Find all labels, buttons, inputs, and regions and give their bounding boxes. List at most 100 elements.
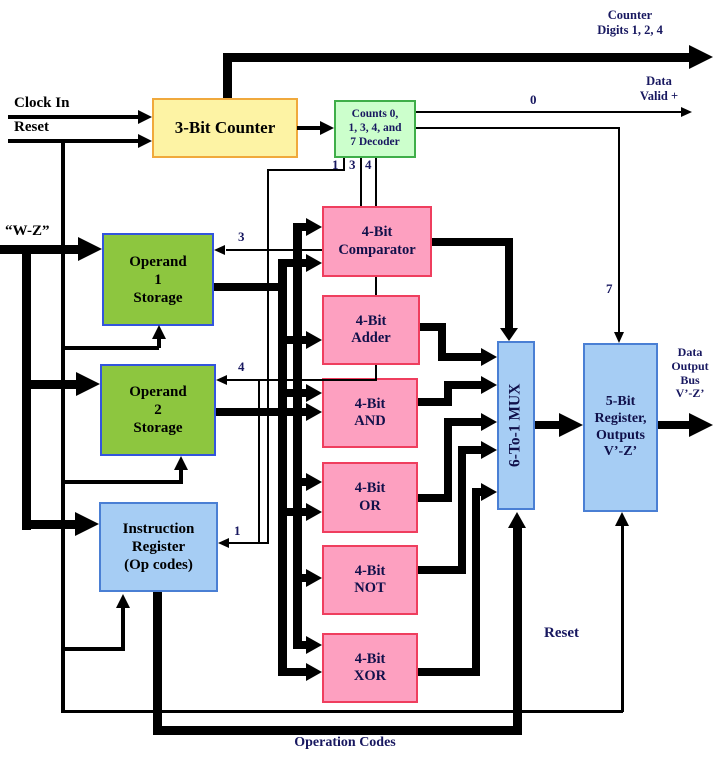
arrow-and-in1: [306, 384, 322, 402]
wire-xor-out-h1: [418, 668, 480, 676]
block-3bit-counter: 3-Bit Counter: [152, 98, 298, 158]
data-output-bus-label: Data Output Bus V’-Z’: [671, 345, 709, 401]
wire-operand1-out: [214, 283, 287, 291]
wire-reset-to-operand1-h: [61, 346, 159, 350]
arrow-comparator-to-mux: [500, 328, 518, 341]
arrow-clock-to-counter: [138, 110, 152, 124]
wire-dec1-v3: [258, 380, 260, 543]
data-valid-label: Data Valid +: [639, 74, 679, 103]
wire-adder-out-h1: [420, 323, 446, 331]
arrow-opcodes-to-mux: [508, 512, 526, 528]
wire-xor-in1: [293, 641, 308, 649]
arrow-comparator-in1: [306, 218, 322, 236]
wire-count7-h: [416, 127, 620, 129]
wire-xor-in2: [278, 668, 308, 676]
wire-operand2-bus-v: [293, 223, 302, 646]
wire-and-in1: [278, 389, 308, 397]
wire-reset-to-ir-v: [121, 602, 125, 649]
arrow-mux-to-register: [559, 413, 583, 437]
wire-adder-in: [278, 336, 308, 344]
wire-not-out-h1: [418, 566, 466, 574]
wire-sel3-h: [226, 249, 322, 251]
wire-sel4-h: [227, 379, 377, 381]
arrow-sel3-to-operand1: [214, 245, 225, 255]
arrow-xor-to-mux: [481, 483, 497, 501]
arrow-xor-in2: [306, 663, 322, 681]
wire-count0-h: [416, 111, 682, 113]
wire-wz-to-operand2-h: [31, 380, 78, 389]
wire-comparator-out-h: [432, 238, 513, 246]
arrow-and-to-mux: [481, 376, 497, 394]
wire-dec4-v2: [375, 277, 377, 295]
wire-count7-v: [618, 127, 620, 332]
arrow-data-valid: [681, 107, 692, 117]
wire-dec1-v1: [343, 158, 345, 171]
wire-dec1-h1: [267, 169, 345, 171]
arrow-adder-to-mux: [481, 348, 497, 366]
arrow-reset-to-counter: [138, 134, 152, 148]
wire-xor-out-v: [472, 488, 480, 676]
wire-dec4-v1: [375, 158, 377, 206]
wire-label-7: 7: [606, 281, 613, 296]
wire-dec4-v3: [375, 365, 377, 381]
wire-and-out-h1: [418, 398, 452, 406]
arrow-or-to-mux: [481, 413, 497, 431]
block-4bit-not: 4-Bit NOT: [322, 545, 418, 615]
arrow-reset-to-ir: [116, 594, 130, 608]
wire-counter-to-decoder: [297, 126, 323, 130]
wire-counter-digits-h: [223, 53, 691, 62]
wire-reset-to-operand2-v: [179, 464, 183, 482]
arrow-reset-to-operand2: [174, 456, 188, 470]
block-operand2-storage: Operand 2 Storage: [100, 364, 216, 456]
wire-reset-to-register-v: [621, 524, 624, 712]
block-4bit-comparator: 4-Bit Comparator: [322, 206, 432, 277]
ir-select-label-1: 1: [234, 523, 241, 538]
counter-digits-label: Counter Digits 1, 2, 4: [597, 8, 663, 37]
block-4bit-and: 4-Bit AND: [322, 378, 418, 448]
block-decoder: Counts 0, 1, 3, 4, and 7 Decoder: [334, 100, 416, 158]
reset-note-label: Reset: [544, 625, 579, 641]
arrow-dec1-to-ir: [218, 538, 229, 548]
wire-or-out-h1: [418, 494, 452, 502]
block-4bit-adder: 4-Bit Adder: [322, 295, 420, 365]
block-instruction-register: Instruction Register (Op codes): [99, 502, 218, 592]
wire-reset-to-operand1-v: [157, 333, 161, 348]
wire-comparator-in1: [293, 223, 308, 231]
wire-operand1-bus-v: [278, 259, 287, 673]
decoder-out-label-3: 3: [349, 157, 356, 172]
wire-comparator-out-v: [505, 238, 513, 330]
arrow-counter-to-decoder: [320, 121, 334, 135]
arrow-wz-to-operand2: [76, 372, 100, 396]
wire-opcodes-h: [153, 726, 522, 735]
wire-dec1-v2: [267, 169, 269, 543]
wire-or-in1: [293, 478, 308, 486]
wire-opcodes-v1: [153, 592, 162, 735]
arrow-xor-in1: [306, 636, 322, 654]
arrow-adder-in: [306, 331, 322, 349]
arrow-comparator-in2: [306, 254, 322, 272]
wire-comparator-in2: [278, 259, 308, 267]
wire-and-out-v: [444, 381, 452, 406]
arrow-sel4-to-operand2: [216, 375, 227, 385]
mux-label: 6-To-1 MUX: [506, 383, 524, 468]
wire-reset-bottom-h: [61, 710, 623, 713]
decoder-out-label-4: 4: [365, 157, 372, 172]
arrow-not-to-mux: [481, 441, 497, 459]
decoder-out-label-1: 1: [332, 157, 339, 172]
block-4bit-xor: 4-Bit XOR: [322, 633, 418, 703]
operation-codes-label: Operation Codes: [294, 735, 396, 750]
wire-wz-bus-v: [22, 245, 31, 530]
wire-opcodes-v2: [513, 528, 522, 735]
arrow-counter-digits-out: [689, 45, 713, 69]
block-operand1-storage: Operand 1 Storage: [102, 233, 214, 326]
arrow-wz-to-ir: [75, 512, 99, 536]
wire-xor-out-h2: [472, 488, 481, 496]
wire-reset-to-operand2-h: [61, 480, 183, 484]
wire-or-out-h2: [444, 418, 481, 426]
wire-or-out-v: [444, 418, 452, 502]
wire-not-in: [293, 574, 308, 582]
wire-mux-out: [535, 421, 561, 429]
wire-wz-to-ir-h: [22, 520, 77, 529]
block-4bit-or: 4-Bit OR: [322, 462, 418, 533]
